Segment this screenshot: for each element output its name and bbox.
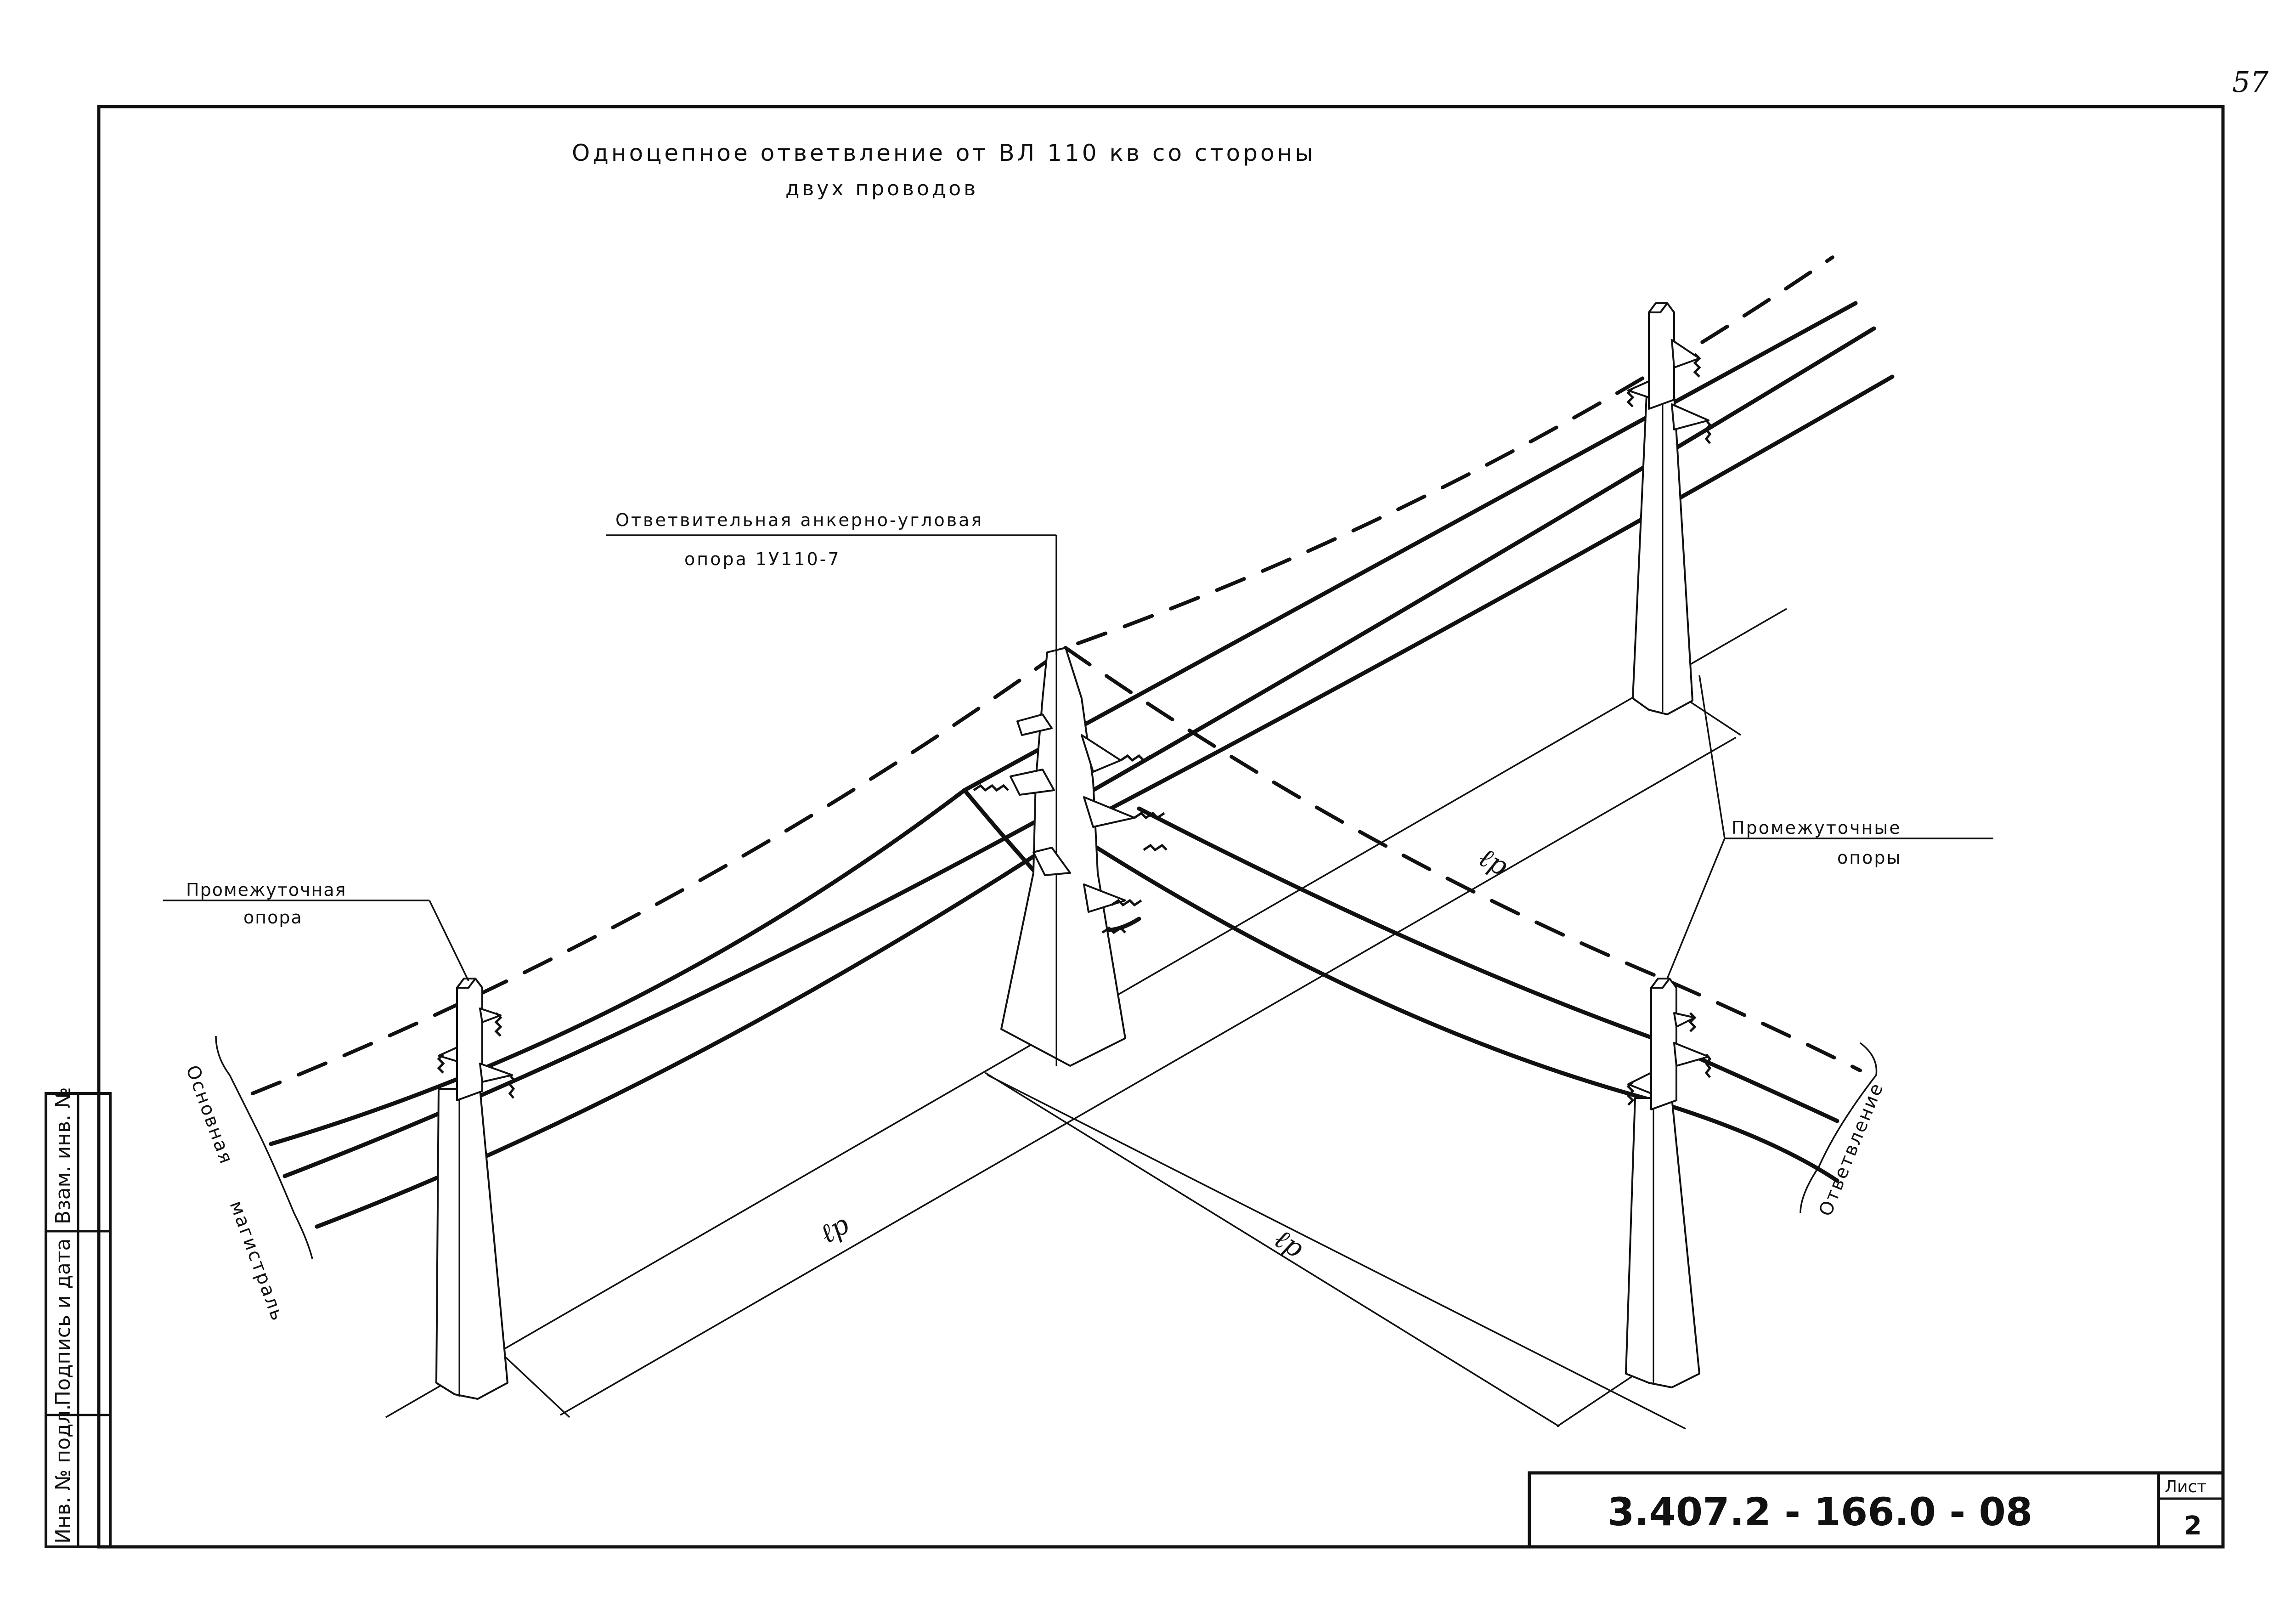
drawing-title-line1: Одноцепное ответвление от ВЛ 110 кв со с… (572, 140, 1316, 166)
label-intermediate-pole-line1: Промежуточная (186, 880, 347, 900)
ground-axis-lines (385, 608, 1787, 1430)
span-label-branch-upper: ℓр (1474, 841, 1513, 882)
label-intermediate-poles-line1: Промежуточные (1732, 818, 1901, 838)
label-intermediate-poles-line2: опоры (1837, 848, 1901, 868)
left-intermediate-pole (435, 978, 515, 1400)
page-number: 57 (2232, 65, 2268, 99)
sheet-number: 2 (2184, 1511, 2202, 1541)
leader-lines (163, 534, 1993, 981)
stamp-inv-number-original: Инв. № подл. (51, 1404, 75, 1544)
stamp-signature-date: Подпись и дата (51, 1239, 75, 1406)
lower-right-intermediate-pole (1625, 978, 1712, 1388)
sheet-label: Лист (2165, 1477, 2206, 1496)
upper-right-intermediate-pole (1626, 302, 1712, 715)
label-main-line-word2: магистраль (226, 1198, 289, 1324)
side-stamp: Инв. № подл. Подпись и дата Взам. инв. № (45, 1087, 112, 1548)
drawing-title-line2: двух проводов (785, 177, 978, 200)
stamp-replacement-inv-number: Взам. инв. № (51, 1087, 75, 1224)
main-line-brace (215, 1036, 313, 1259)
label-main-line-word1: Основная (182, 1063, 237, 1167)
branch-line-brace (1800, 1042, 1878, 1213)
label-branch-pole-line2: опора 1У110-7 (684, 549, 841, 569)
earth-wires (251, 255, 1862, 1095)
title-block: 3.407.2 - 166.0 - 08 Лист 2 (1528, 1471, 2225, 1549)
span-label-branch-lower: ℓр (1269, 1222, 1309, 1264)
span-label-main: ℓр (814, 1209, 854, 1250)
document-code: 3.407.2 - 166.0 - 08 (1608, 1489, 2032, 1534)
drawing-frame (97, 105, 2225, 1549)
label-branch-line: Ответвление (1815, 1079, 1888, 1219)
label-intermediate-pole-line2: опора (243, 907, 303, 928)
label-branch-pole-line1: Ответвительная анкерно-угловая (615, 510, 983, 530)
branch-anchor-angle-pole (973, 647, 1168, 1067)
